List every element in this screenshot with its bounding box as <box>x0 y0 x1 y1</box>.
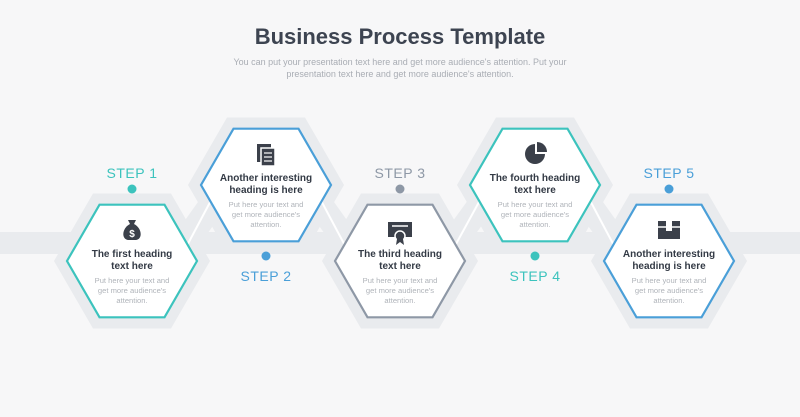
step-heading: heading is here <box>229 185 303 196</box>
step-heading: The first heading <box>92 249 173 260</box>
dollar-sign: $ <box>129 229 135 240</box>
step-hexagon <box>65 203 199 319</box>
step-heading: The fourth heading <box>490 173 581 184</box>
step-heading: text here <box>111 261 153 272</box>
step-heading: Another interesting <box>623 249 715 260</box>
step-text: Put here your text and <box>363 276 438 285</box>
step-heading: Another interesting <box>220 173 312 184</box>
certificate-ribbon <box>396 239 404 245</box>
step-hexagon <box>468 127 602 243</box>
step-dot <box>395 184 405 194</box>
step-label: STEP 4 <box>510 268 561 284</box>
step-heading: The third heading <box>358 249 442 260</box>
money-bag-icon: $ <box>123 220 141 240</box>
step-label: STEP 5 <box>644 165 695 181</box>
page-subtitle: You can put your presentation text here … <box>233 57 567 79</box>
step-label: STEP 2 <box>241 268 292 284</box>
step-dot <box>664 184 674 194</box>
step-dot <box>530 251 540 261</box>
step-text: Put here your text and <box>229 200 304 209</box>
page-title: Business Process Template <box>254 24 546 49</box>
step-hexagon <box>602 203 736 319</box>
step-text: attention. <box>653 296 684 305</box>
pie-slice-small <box>537 142 547 152</box>
step-text: get more audience's <box>232 210 300 219</box>
step-text: get more audience's <box>366 286 434 295</box>
box-icon <box>658 221 680 239</box>
step-text: get more audience's <box>98 286 166 295</box>
step-text: attention. <box>519 220 550 229</box>
step-dot <box>127 184 137 194</box>
step-hexagon <box>199 127 333 243</box>
pie-chart-icon <box>525 142 547 164</box>
step-text: get more audience's <box>501 210 569 219</box>
step-heading: text here <box>514 185 556 196</box>
step-heading: text here <box>379 261 421 272</box>
step-label: STEP 1 <box>107 165 158 181</box>
box-tape <box>666 221 672 231</box>
step-dot <box>261 251 271 261</box>
step-text: Put here your text and <box>95 276 170 285</box>
money-bag-body <box>123 224 141 240</box>
documents-icon <box>257 144 276 167</box>
pie-slice-large <box>525 144 545 164</box>
step-heading: heading is here <box>632 261 706 272</box>
step-text: attention. <box>116 296 147 305</box>
money-bag-top <box>128 220 136 224</box>
step-label: STEP 3 <box>375 165 426 181</box>
step-text: Put here your text and <box>632 276 707 285</box>
step-text: Put here your text and <box>498 200 573 209</box>
step-hexagon <box>333 203 467 319</box>
step-text: attention. <box>250 220 281 229</box>
step-text: attention. <box>384 296 415 305</box>
certificate-icon <box>388 222 412 245</box>
step-text: get more audience's <box>635 286 703 295</box>
